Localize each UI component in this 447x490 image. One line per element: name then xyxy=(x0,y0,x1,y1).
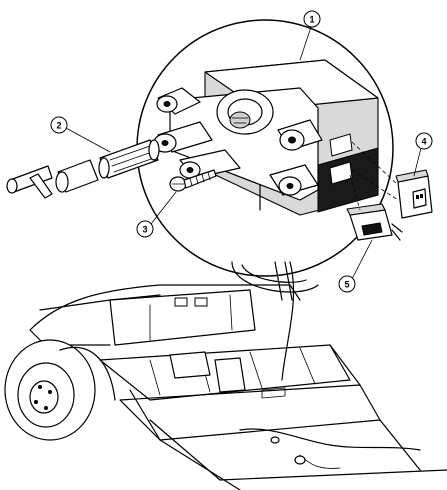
callout-2: 2 xyxy=(50,116,111,153)
wheel xyxy=(4,339,116,441)
connector-plug xyxy=(351,141,433,219)
callout-4: 4 xyxy=(413,132,433,177)
steering-wheel xyxy=(231,261,319,381)
callout-5: 5 xyxy=(338,239,373,293)
screw xyxy=(169,169,217,192)
callout-3: 3 xyxy=(136,191,177,238)
shaft-assembly xyxy=(6,139,160,199)
harness-connector xyxy=(346,174,403,241)
coil-lug-left xyxy=(153,121,213,153)
ignition-coil xyxy=(153,59,379,216)
coil-lug-top-left xyxy=(156,87,201,115)
coil-lug-right xyxy=(277,119,323,151)
vehicle-frame xyxy=(29,284,447,490)
coil-lug-bottom-left xyxy=(179,149,241,179)
callout-1-label: 1 xyxy=(309,15,314,25)
callout-4-label: 4 xyxy=(421,137,426,147)
callout-3-label: 3 xyxy=(142,225,147,235)
coil-lug-bottom xyxy=(269,164,319,196)
callout-1: 1 xyxy=(299,10,321,61)
callout-2-label: 2 xyxy=(56,121,61,131)
callout-5-label: 5 xyxy=(344,280,349,290)
